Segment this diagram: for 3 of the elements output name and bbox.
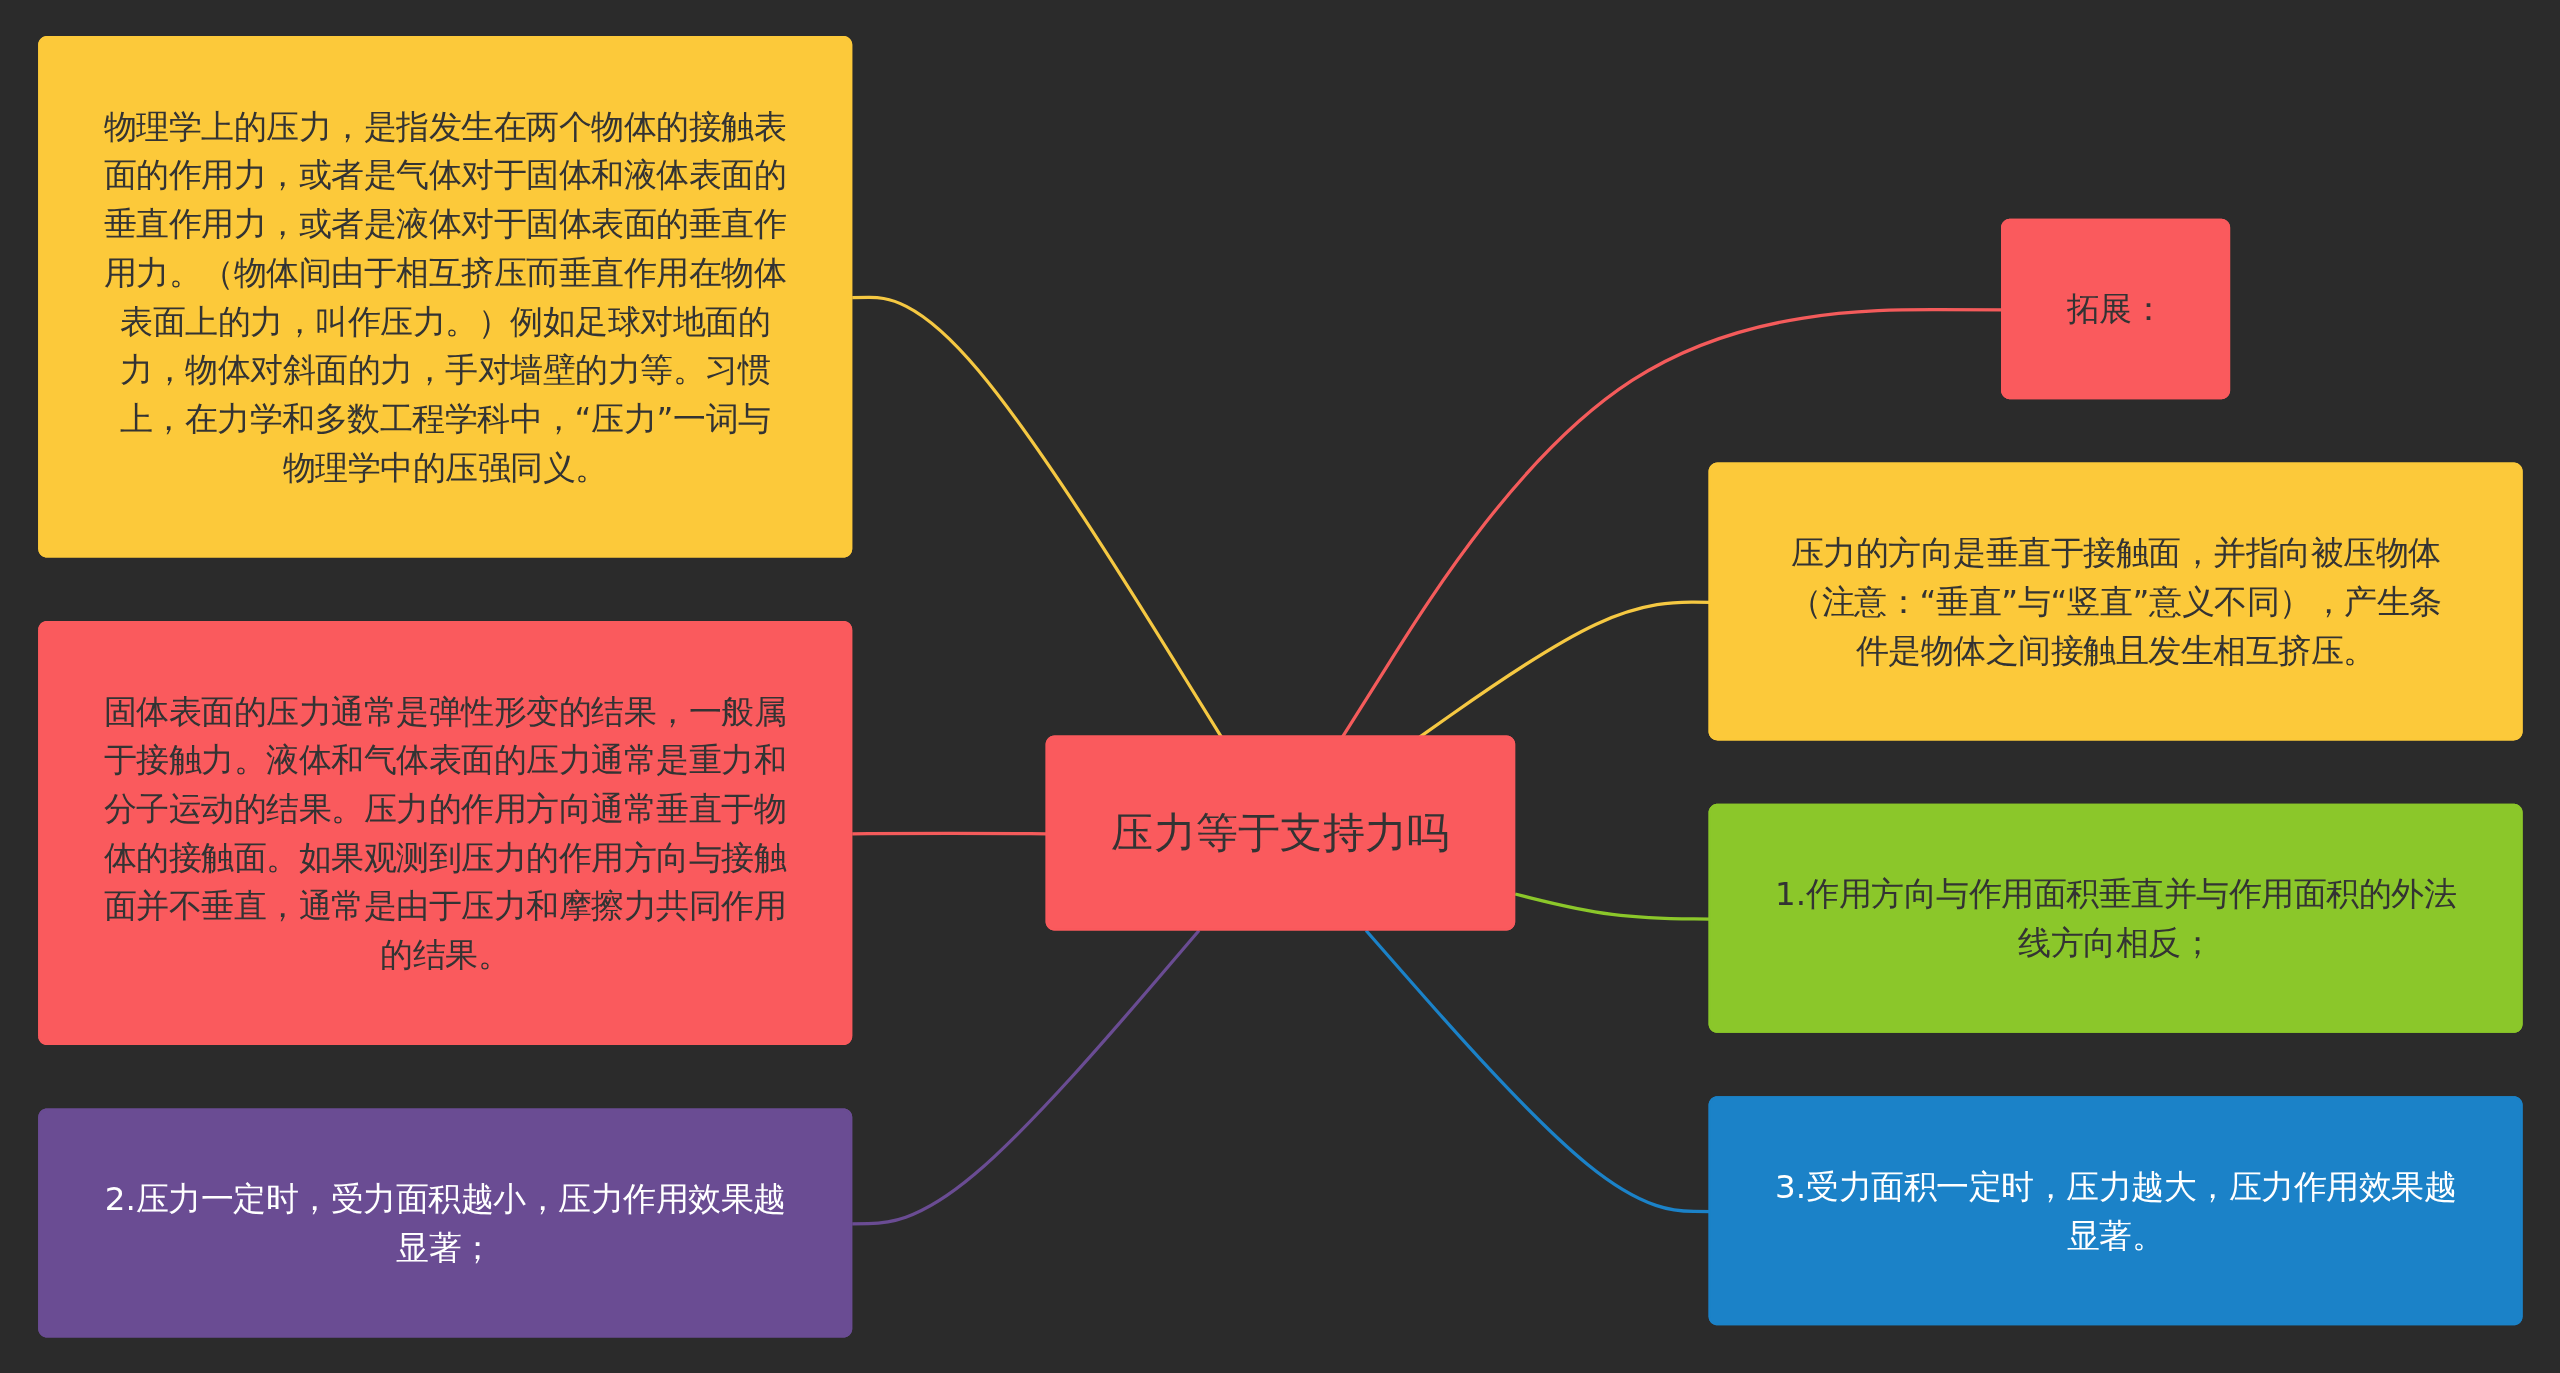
connector — [851, 295, 1223, 738]
connector — [851, 831, 1047, 836]
connector — [851, 929, 1200, 1226]
